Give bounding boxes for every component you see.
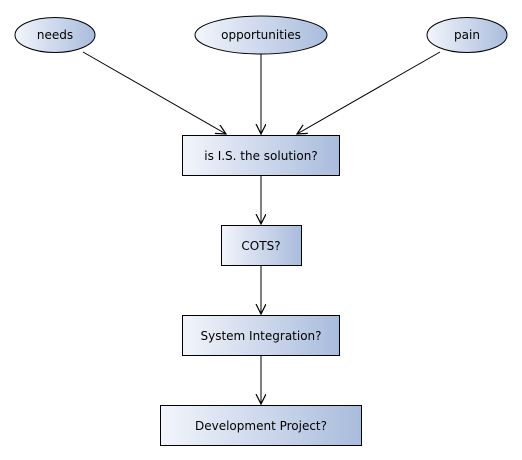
edge-pain-to-solution xyxy=(297,51,441,134)
step-node-is-solution: is I.S. the solution? xyxy=(182,135,340,176)
step-node-label: is I.S. the solution? xyxy=(204,149,317,163)
step-node-cots: COTS? xyxy=(221,225,302,266)
edge-needs-to-solution xyxy=(82,51,226,134)
source-node-label: opportunities xyxy=(221,28,301,42)
source-node-pain: pain xyxy=(426,17,508,53)
step-node-system-integration: System Integration? xyxy=(182,315,340,356)
source-node-label: pain xyxy=(454,28,480,42)
source-node-needs: needs xyxy=(14,17,96,53)
source-node-label: needs xyxy=(37,28,73,42)
source-node-opportunities: opportunities xyxy=(194,15,328,55)
step-node-label: System Integration? xyxy=(200,329,321,343)
step-node-label: Development Project? xyxy=(195,419,327,433)
step-node-development-project: Development Project? xyxy=(160,405,362,446)
step-node-label: COTS? xyxy=(241,239,280,253)
